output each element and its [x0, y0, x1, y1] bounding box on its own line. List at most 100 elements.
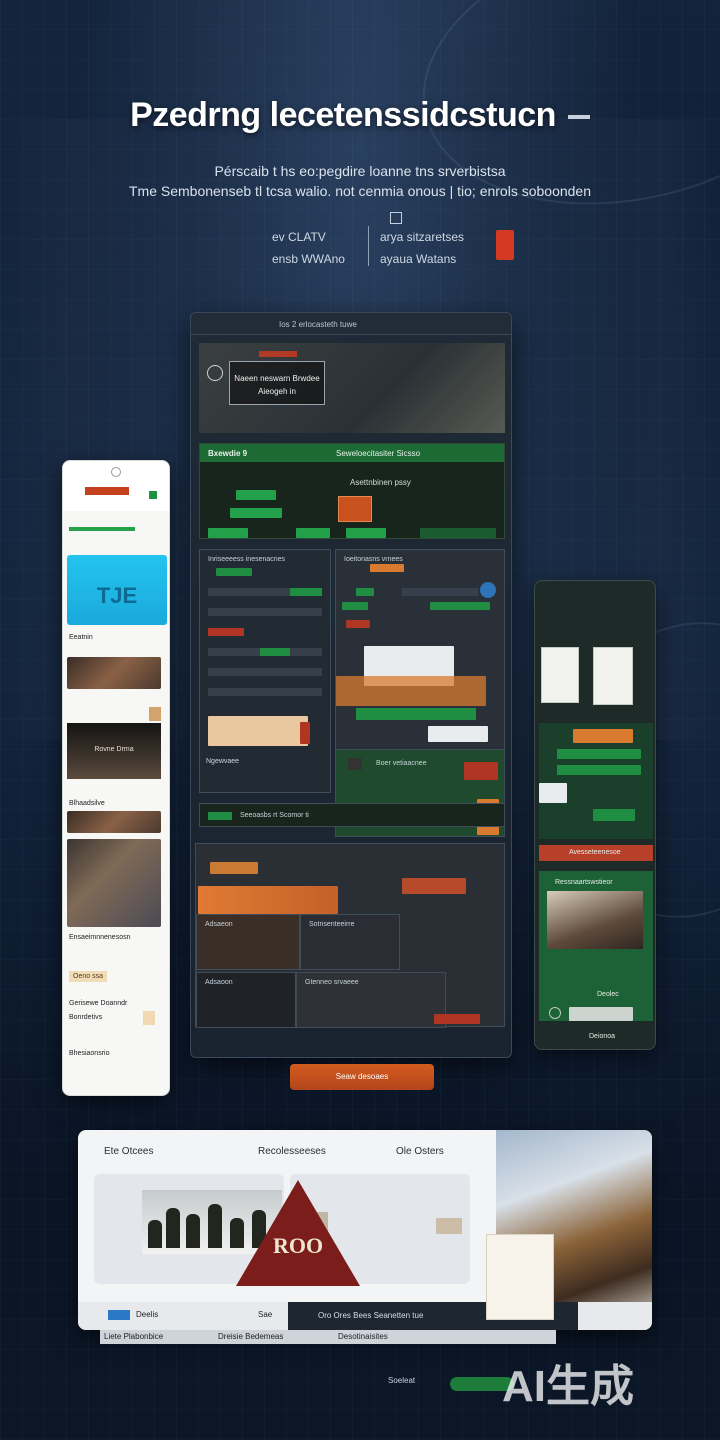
- left-phone-text: Eeatnin: [69, 634, 93, 641]
- meta-left-1: ev CLATV: [272, 230, 326, 244]
- image-card-caption: Adsaeon: [205, 921, 233, 928]
- status-bar: [342, 602, 368, 610]
- tile-tag: [370, 564, 404, 572]
- tab-3[interactable]: Desotinaisites: [338, 1332, 388, 1341]
- orange-label: [573, 729, 633, 743]
- list-row: Ngewvaee: [206, 758, 240, 765]
- left-phone-dark-card[interactable]: Rovne Drma: [67, 723, 161, 779]
- subtitle-line-1: Pérscaib t hs eo:pegdire loanne tns srve…: [214, 163, 506, 179]
- image-card[interactable]: Adsaoon: [196, 972, 296, 1028]
- price-tag: [464, 762, 498, 780]
- green-section-header: Bxewdie 9 Seweloecitasiter Sicsso: [200, 444, 504, 462]
- footer-green-pill[interactable]: [450, 1377, 514, 1391]
- left-phone-image[interactable]: [67, 657, 161, 689]
- right-phone-mockup: Avesseteenesoe Ressnaartswstieor Deolec …: [534, 580, 656, 1050]
- document-card[interactable]: [593, 647, 633, 705]
- red-bookmark-icon: [496, 230, 514, 260]
- tag: [210, 862, 258, 874]
- left-phone-text: Blhaadsilve: [69, 800, 105, 807]
- panel-footer: Deelis Sae Oro Ores Bees Seanetten tue: [78, 1302, 652, 1330]
- circle-icon[interactable]: [549, 1007, 561, 1019]
- document-card[interactable]: [541, 647, 579, 703]
- green-bar: [557, 749, 641, 759]
- image-card[interactable]: Sotnsenteeirre: [300, 914, 400, 970]
- dashboard-cta-button[interactable]: Seaw desoaes: [290, 1064, 434, 1090]
- left-phone-mockup: TJE Eeatnin Rovne Drma Blhaadsilve Ensae…: [62, 460, 170, 1096]
- list-bar: [208, 688, 322, 696]
- alert-bar: [208, 628, 244, 636]
- panel-header-2: Recolesseeses: [258, 1146, 326, 1157]
- left-tile-caption: Inriseeeess inesenacnes: [208, 556, 286, 563]
- panel-header-3: Ole Osters: [396, 1146, 444, 1157]
- left-phone-text: Ensaeimnnenesosn: [69, 934, 131, 941]
- image-card-caption: Sotnsenteeirre: [309, 921, 355, 928]
- menu-circle-icon[interactable]: [207, 365, 223, 381]
- left-phone-image[interactable]: [67, 811, 161, 833]
- promo-card[interactable]: [208, 716, 308, 746]
- green-caption: Asettnbinen pssy: [350, 478, 411, 487]
- left-phone-text: Bhesiaonsrio: [69, 1050, 110, 1057]
- green-bar: [593, 809, 635, 821]
- pin-icon: [111, 467, 121, 477]
- list-bar: [208, 608, 322, 616]
- right-phone-photo[interactable]: [547, 891, 643, 949]
- meta-right-1: arya sitzaretses: [380, 230, 465, 244]
- green-bar: [557, 765, 641, 775]
- left-phone-header: [63, 461, 169, 511]
- bottom-tab-bar: Liete Plabonbice Dreisie Bedemeas Desoti…: [100, 1330, 556, 1344]
- white-button[interactable]: [428, 726, 488, 742]
- right-tile-caption: Ioeitonasns vrnees: [344, 556, 403, 563]
- image-card[interactable]: Gtenneo srvaeee: [296, 972, 446, 1028]
- tab-2[interactable]: Dreisie Bedemeas: [218, 1332, 284, 1341]
- orange-strip: [198, 886, 338, 914]
- dashboard-hero: Naeen neswarn Brwdee Aieogeh in: [199, 343, 505, 433]
- list-bar: [402, 588, 478, 596]
- input-field[interactable]: [569, 1007, 633, 1021]
- meta-divider: [368, 226, 369, 266]
- thumbnail: [348, 758, 362, 770]
- dashboard-mockup: Ios 2 erlocasteth tuwe Naeen neswarn Brw…: [190, 312, 512, 1058]
- tab-1[interactable]: Liete Plabonbice: [104, 1332, 164, 1341]
- green-banner[interactable]: [356, 708, 476, 720]
- triangle-logo: [236, 1180, 360, 1286]
- blue-icon: [108, 1310, 130, 1320]
- ai-generated-watermark: AI生成: [502, 1362, 634, 1411]
- panel-header-1: Ete Otcees: [104, 1146, 154, 1157]
- status-bar: [356, 588, 374, 596]
- green-link[interactable]: [420, 528, 496, 538]
- left-phone-photo[interactable]: [67, 839, 161, 927]
- image-card-caption: Adsaoon: [205, 979, 233, 986]
- red-label: [434, 1014, 480, 1024]
- list-bar: [208, 668, 322, 676]
- orange-thumbnail: [338, 496, 372, 522]
- green-button[interactable]: [296, 528, 330, 538]
- green-button[interactable]: [230, 508, 282, 518]
- header-meta: ev CLATV ensb WWAno arya sitzaretses aya…: [272, 212, 532, 270]
- page-headline: Pzedrng lecetenssidcstucn: [0, 96, 720, 135]
- hero-title: Naeen neswarn Brwdee Aieogeh in: [229, 361, 325, 405]
- headline-text: Pzedrng lecetenssidcstucn: [130, 96, 556, 134]
- label-box: [402, 878, 466, 894]
- right-phone-banner[interactable]: Avesseteenesoe: [539, 845, 653, 861]
- footer-text: Soeleat: [388, 1376, 416, 1385]
- image-card[interactable]: Adsaeon: [196, 914, 300, 970]
- bottom-gallery: Adsaeon Sotnsenteeirre Adsaoon Gtenneo s…: [195, 843, 505, 1028]
- left-phone-chip[interactable]: Oeno ssa: [69, 971, 107, 982]
- hero-tag: [259, 351, 297, 357]
- banner-text: Avesseteenesoe: [569, 849, 621, 856]
- green-button[interactable]: [236, 490, 276, 500]
- green-button[interactable]: [346, 528, 386, 538]
- footer-label: Deelis: [136, 1310, 159, 1319]
- blue-banner[interactable]: TJE: [67, 555, 167, 625]
- green-header-left: Bxewdie 9: [208, 449, 248, 458]
- white-tile[interactable]: [539, 783, 567, 803]
- triangle-logo-text: ROO: [272, 1233, 324, 1258]
- card-caption: Deolec: [597, 991, 619, 998]
- caption-strip-text: Seeoasbs rt Scomor ti: [240, 812, 309, 819]
- green-button[interactable]: [208, 528, 248, 538]
- document-sheet[interactable]: [486, 1234, 554, 1320]
- status-bar: [430, 602, 490, 610]
- card-caption: Ressnaartswstieor: [555, 879, 613, 886]
- status-bar: [208, 812, 232, 820]
- green-square-icon: [149, 491, 157, 499]
